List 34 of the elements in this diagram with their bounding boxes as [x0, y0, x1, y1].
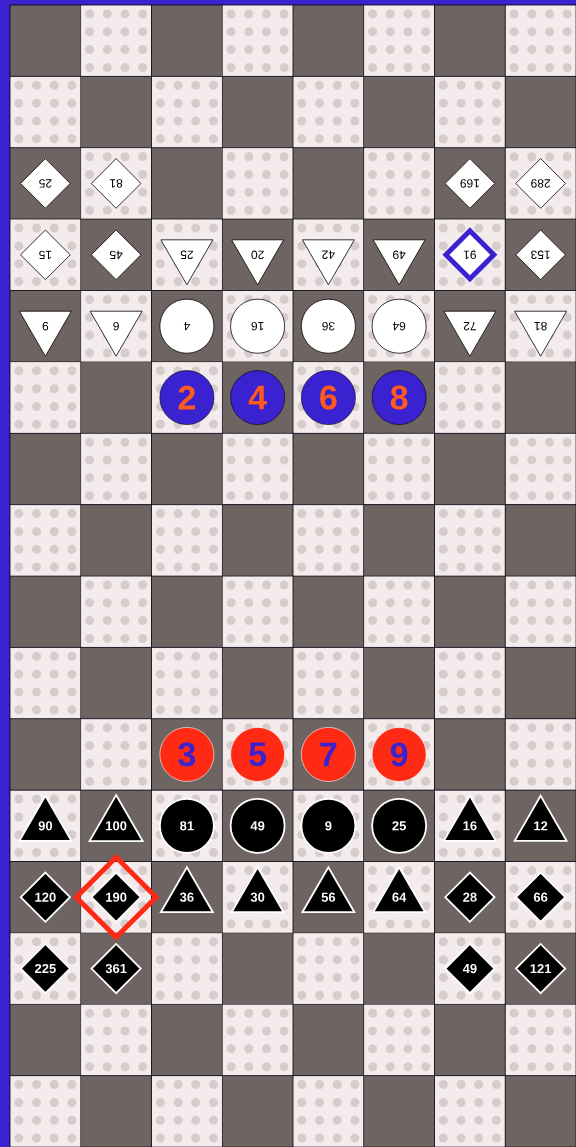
circle-piece: 81	[159, 797, 215, 854]
circle-piece: 4	[230, 370, 285, 425]
diamond-piece: 45	[90, 229, 142, 281]
diamond-piece: 49	[444, 942, 496, 995]
circle-piece: 9	[371, 727, 427, 782]
triangle-piece: 9	[19, 310, 72, 357]
diamond-piece: 121	[514, 942, 567, 995]
triangle-piece: 81	[514, 310, 567, 357]
circle-piece: 5	[230, 727, 285, 782]
triangle-piece: 42	[302, 239, 355, 286]
circle-piece: 8	[371, 370, 427, 425]
circle-piece: 25	[371, 797, 428, 854]
diamond-piece: 153	[515, 229, 566, 281]
circle-piece: 4	[159, 298, 215, 354]
circle-piece: 9	[300, 797, 357, 854]
triangle-piece: 6	[89, 310, 143, 357]
diamond-piece: 289	[515, 158, 566, 209]
circle-piece: 3	[159, 727, 215, 782]
circle-piece: 49	[229, 797, 286, 854]
circle-piece: 16	[230, 298, 285, 354]
triangle-piece: 20	[231, 239, 284, 286]
diamond-piece: 81	[90, 158, 142, 209]
triangle-piece: 90	[17, 794, 73, 842]
circle-piece: 36	[301, 298, 356, 354]
triangle-piece: 25	[160, 239, 214, 286]
diamond-piece: 15	[20, 229, 71, 281]
circle-piece: 7	[301, 727, 356, 782]
circle-piece: 64	[371, 298, 427, 354]
circle-piece: 2	[159, 370, 215, 425]
diamond-piece: 169	[444, 158, 496, 209]
triangle-piece: 49	[372, 239, 426, 286]
triangle-piece: 72	[443, 310, 497, 357]
diamond-piece: 25	[20, 158, 71, 209]
circle-piece: 6	[301, 370, 356, 425]
